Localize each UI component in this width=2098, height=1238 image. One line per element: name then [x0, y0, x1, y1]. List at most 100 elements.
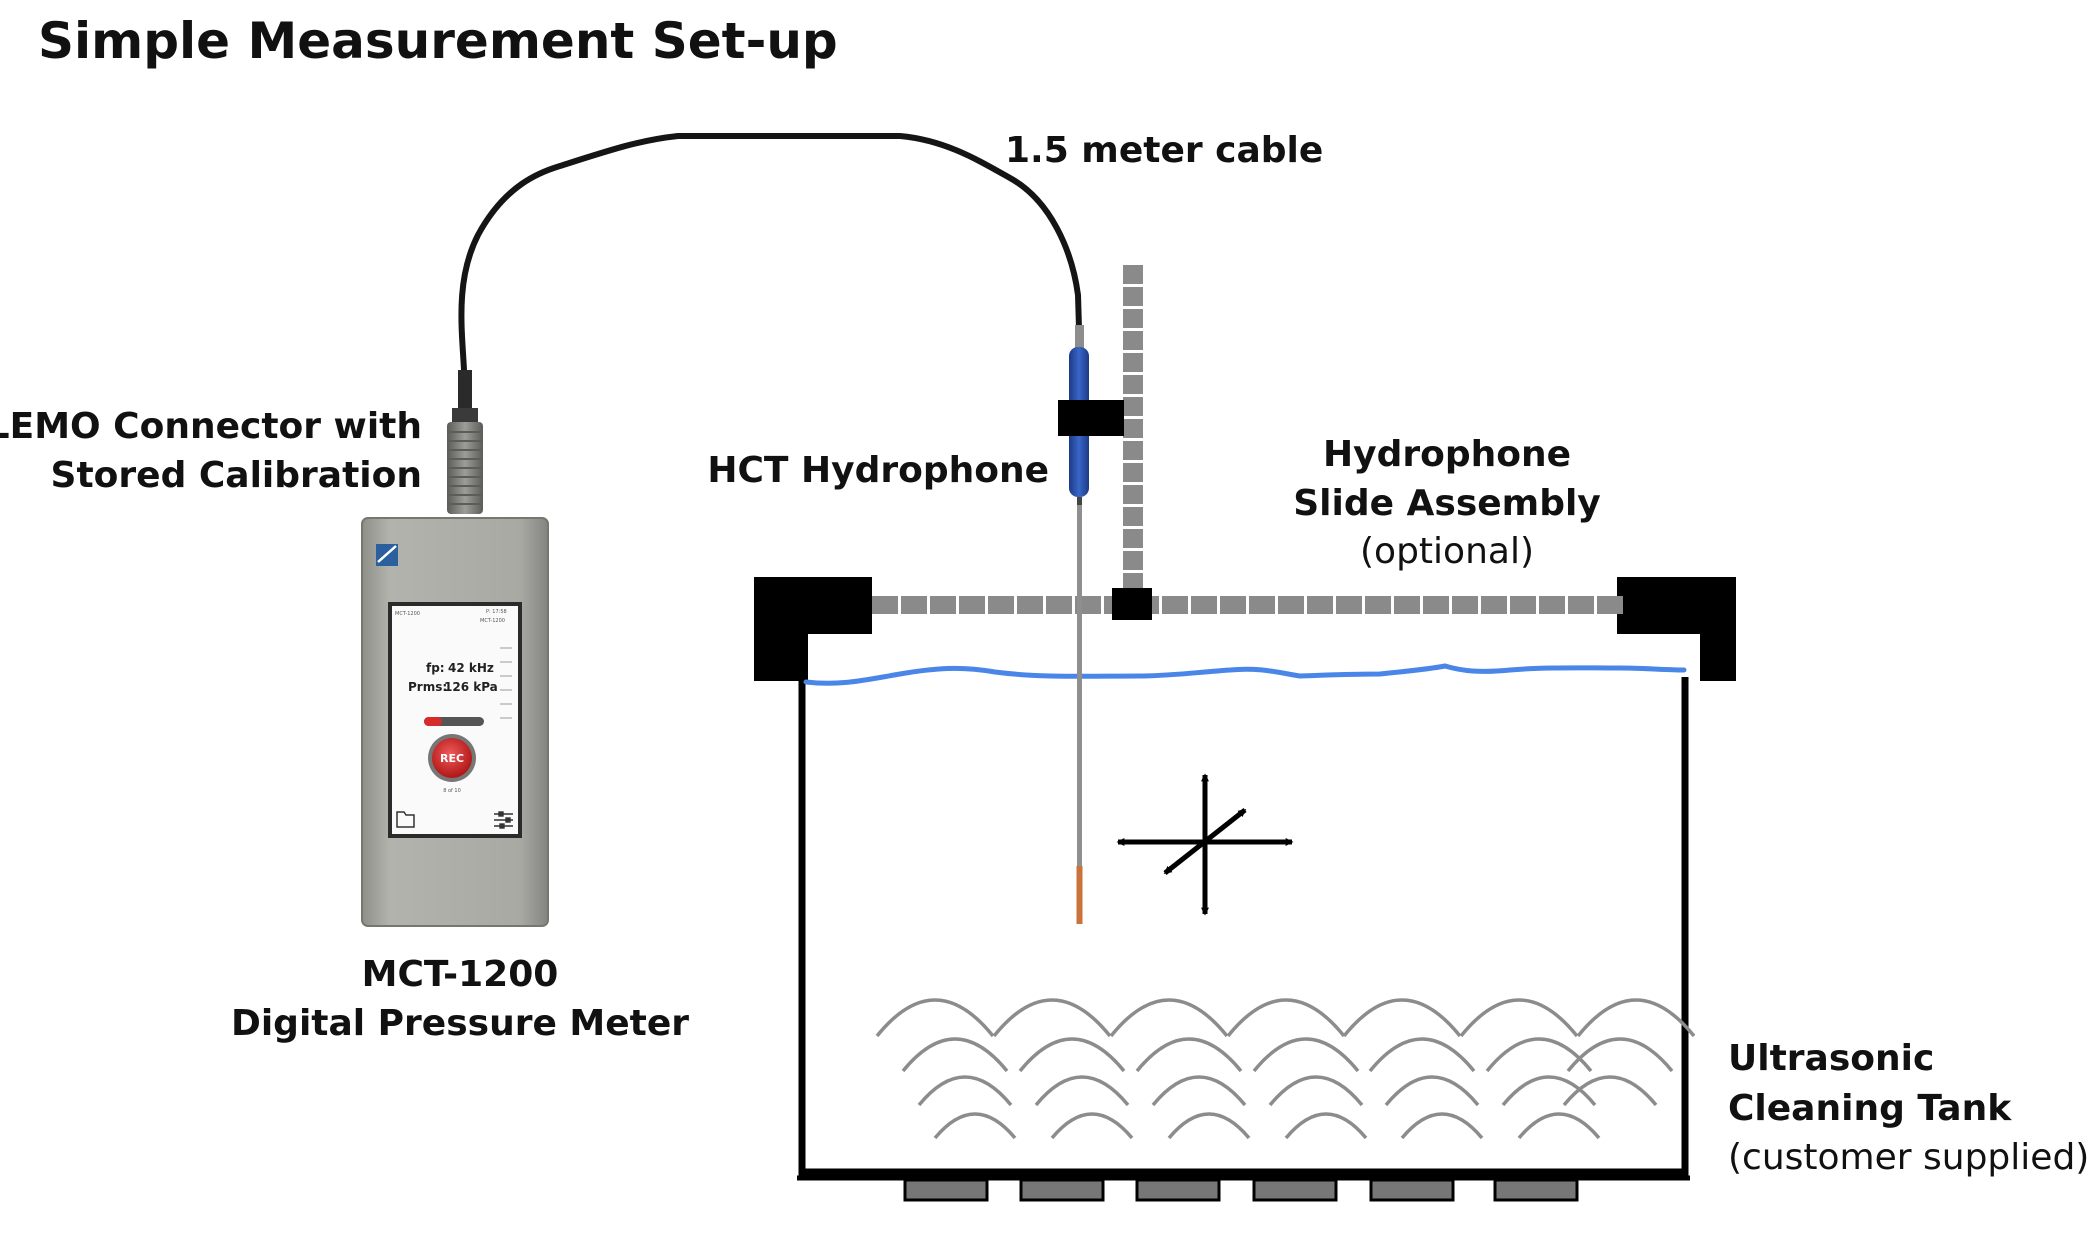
- hydrophone-tip: [1076, 866, 1083, 924]
- rec-button-label: REC: [440, 752, 464, 765]
- screen-header-right-2: MCT-1200: [480, 618, 505, 624]
- rail-segment: [1481, 596, 1507, 614]
- wave-arc: [992, 998, 1112, 1038]
- sliders-icon[interactable]: [494, 811, 513, 829]
- label-meter-line1: MCT-1200: [362, 954, 559, 995]
- rail-segment: [1278, 596, 1304, 614]
- vertical-rail: [1123, 265, 1143, 592]
- rail-segment: [1123, 573, 1143, 592]
- ultrasonic-cleaning-tank: [754, 577, 1736, 1202]
- rail-segment: [1123, 419, 1143, 438]
- wave-arc: [1167, 1112, 1251, 1140]
- label-cable: 1.5 meter cable: [1005, 130, 1323, 171]
- rail-segment: [1123, 507, 1143, 526]
- wave-arc: [875, 998, 995, 1038]
- wave-arc: [1252, 1037, 1360, 1073]
- rail-segment: [1123, 331, 1143, 350]
- folder-icon[interactable]: [396, 811, 415, 828]
- label-tank-line3: (customer supplied): [1728, 1137, 2089, 1178]
- rail-segment: [1336, 596, 1362, 614]
- label-slide-line3: (optional): [1360, 531, 1534, 572]
- rail-segment: [1220, 596, 1246, 614]
- left-bracket: [754, 577, 872, 681]
- rail-segment: [1123, 287, 1143, 306]
- rail-segment: [1123, 463, 1143, 482]
- wave-arc: [1368, 1037, 1476, 1073]
- lemo-connector: [447, 370, 483, 514]
- label-tank-line1: Ultrasonic: [1728, 1038, 1934, 1079]
- rail-segment: [1123, 397, 1143, 416]
- wave-arc: [1485, 1037, 1593, 1073]
- wave-arc: [917, 1075, 1013, 1107]
- wave-arc: [901, 1037, 1009, 1073]
- label-slide-line1: Hydrophone: [1323, 434, 1571, 475]
- wave-arc: [1517, 1112, 1601, 1140]
- right-bracket: [1617, 577, 1736, 681]
- wave-arc: [1226, 998, 1346, 1038]
- wave-arc: [1135, 1037, 1243, 1073]
- rail-segment: [1123, 551, 1143, 570]
- ultrasonic-waves: [875, 998, 1696, 1140]
- hydrophone-shaft: [1077, 505, 1082, 885]
- tank-feet: [903, 1178, 1579, 1202]
- rail-segment: [1162, 596, 1188, 614]
- rail-segment: [930, 596, 956, 614]
- tank-foot: [903, 1178, 989, 1202]
- rail-segment: [1539, 596, 1565, 614]
- wave-arc: [1109, 998, 1229, 1038]
- rail-junction-block: [1112, 588, 1152, 620]
- rail-segment: [1046, 596, 1072, 614]
- horizontal-rail: [872, 596, 1623, 614]
- tank-foot: [1019, 1178, 1105, 1202]
- label-lemo-line1: LEMO Connector with: [0, 406, 422, 447]
- wave-arc: [1018, 1037, 1126, 1073]
- rail-segment: [1249, 596, 1275, 614]
- label-tank-line2: Cleaning Tank: [1728, 1088, 2012, 1129]
- screen-header-left: MCT-1200: [395, 611, 420, 617]
- brand-logo-icon: [376, 544, 398, 566]
- screen-pressure-label: Prms:: [408, 680, 447, 694]
- rail-segment: [988, 596, 1014, 614]
- digital-pressure-meter: MCT-1200 P: 17:58 MCT-1200 fp: 42 kHz Pr…: [361, 517, 549, 927]
- wave-arc: [1151, 1075, 1247, 1107]
- rail-segment: [1191, 596, 1217, 614]
- label-meter-line2: Digital Pressure Meter: [231, 1003, 689, 1044]
- rail-segment: [1017, 596, 1043, 614]
- rail-segment: [1510, 596, 1536, 614]
- tank-foot: [1369, 1178, 1455, 1202]
- label-slide-line2: Slide Assembly: [1293, 483, 1601, 524]
- rec-button[interactable]: REC: [428, 734, 476, 782]
- wave-arc: [1384, 1075, 1480, 1107]
- rail-segment: [1123, 309, 1143, 328]
- tank-foot: [1252, 1178, 1338, 1202]
- rail-segment: [1123, 375, 1143, 394]
- four-way-move-arrows-icon: [1116, 773, 1294, 916]
- rail-segment: [1123, 353, 1143, 372]
- wave-arc: [1268, 1075, 1364, 1107]
- tank-foot: [1135, 1178, 1221, 1202]
- rail-segment: [872, 596, 898, 614]
- water-surface: [803, 663, 1687, 686]
- wave-arc: [1400, 1112, 1484, 1140]
- wave-arc: [1284, 1112, 1368, 1140]
- wave-arc: [1576, 998, 1696, 1038]
- rail-segment: [1365, 596, 1391, 614]
- rail-segment: [1597, 596, 1623, 614]
- rail-segment: [1307, 596, 1333, 614]
- rail-segment: [901, 596, 927, 614]
- diagram-title: Simple Measurement Set-up: [38, 12, 838, 70]
- screen-header-right-1: P: 17:58: [486, 609, 507, 615]
- wave-arc: [933, 1112, 1017, 1140]
- screen-freq-label: fp:: [426, 661, 445, 675]
- hydrophone-clamp: [1058, 400, 1124, 436]
- cable: [458, 133, 1082, 373]
- rail-segment: [1452, 596, 1478, 614]
- rail-segment: [1394, 596, 1420, 614]
- rail-segment: [1568, 596, 1594, 614]
- wave-arc: [1562, 1075, 1658, 1107]
- wave-arc: [1501, 1075, 1597, 1107]
- tank-foot: [1493, 1178, 1579, 1202]
- connector-ridges: [449, 431, 481, 505]
